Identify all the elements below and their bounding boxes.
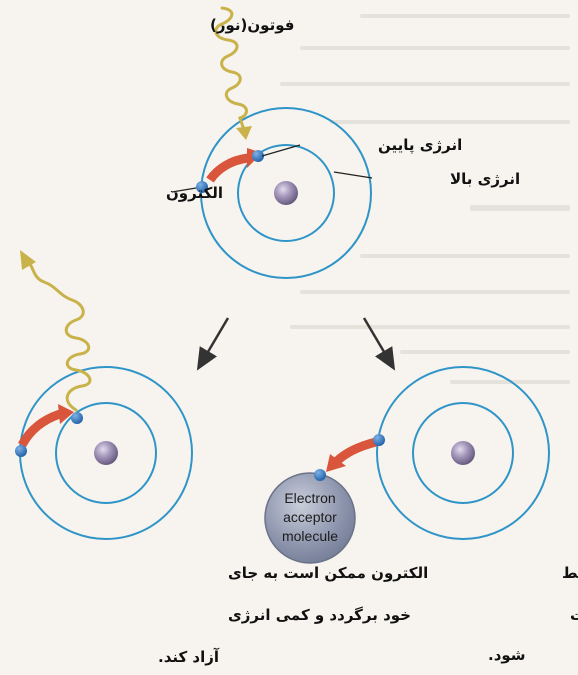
excitation-arrow-icon	[210, 158, 248, 180]
acceptor-molecule: Electron acceptor molecule	[265, 469, 355, 563]
electron-label: الکترون	[166, 184, 223, 202]
caption-right-line1: الکترون ممکن است توسط	[562, 564, 578, 582]
molecule-label-line3: molecule	[282, 528, 338, 544]
high-energy-label: انرژی بالا	[450, 170, 520, 188]
atom-left	[15, 250, 192, 539]
electron-inner	[71, 412, 83, 424]
molecule-label-line2: acceptor	[283, 509, 337, 525]
caption-right: الکترون ممکن است توسط پذیرنده ی الکترون …	[488, 564, 578, 664]
low-energy-leader	[262, 145, 300, 156]
caption-left-line2: خود برگردد و کمی انرژی	[228, 606, 411, 624]
photon-arrow-icon	[236, 126, 252, 140]
caption-right-line3: شود.	[488, 646, 526, 664]
electron-outer	[373, 434, 385, 446]
nucleus	[274, 181, 298, 205]
atom-top	[172, 8, 372, 278]
transfer-arrow-icon	[336, 442, 376, 462]
caption-right-line2: پذیرنده ی الکترون دریافت	[570, 606, 578, 625]
caption-left-line1: الکترون ممکن است به جای	[228, 564, 428, 582]
caption-left: الکترون ممکن است به جای خود برگردد و کمی…	[158, 564, 428, 666]
atom-right	[326, 367, 549, 539]
electron-outer	[15, 445, 27, 457]
photon-label: فوتون(نور)	[210, 16, 294, 34]
pointer-arrow-left	[202, 318, 228, 362]
emitted-photon-wave-icon	[30, 264, 90, 410]
emitted-photon-arrow-icon	[20, 250, 36, 270]
nucleus	[451, 441, 475, 465]
nucleus	[94, 441, 118, 465]
high-energy-leader	[334, 172, 372, 178]
caption-left-line3: آزاد کند.	[158, 648, 220, 666]
pointer-arrow-right	[364, 318, 390, 362]
electron-captured	[314, 469, 326, 481]
low-energy-label: انرژی پایین	[378, 136, 462, 155]
molecule-label-line1: Electron	[284, 490, 335, 506]
